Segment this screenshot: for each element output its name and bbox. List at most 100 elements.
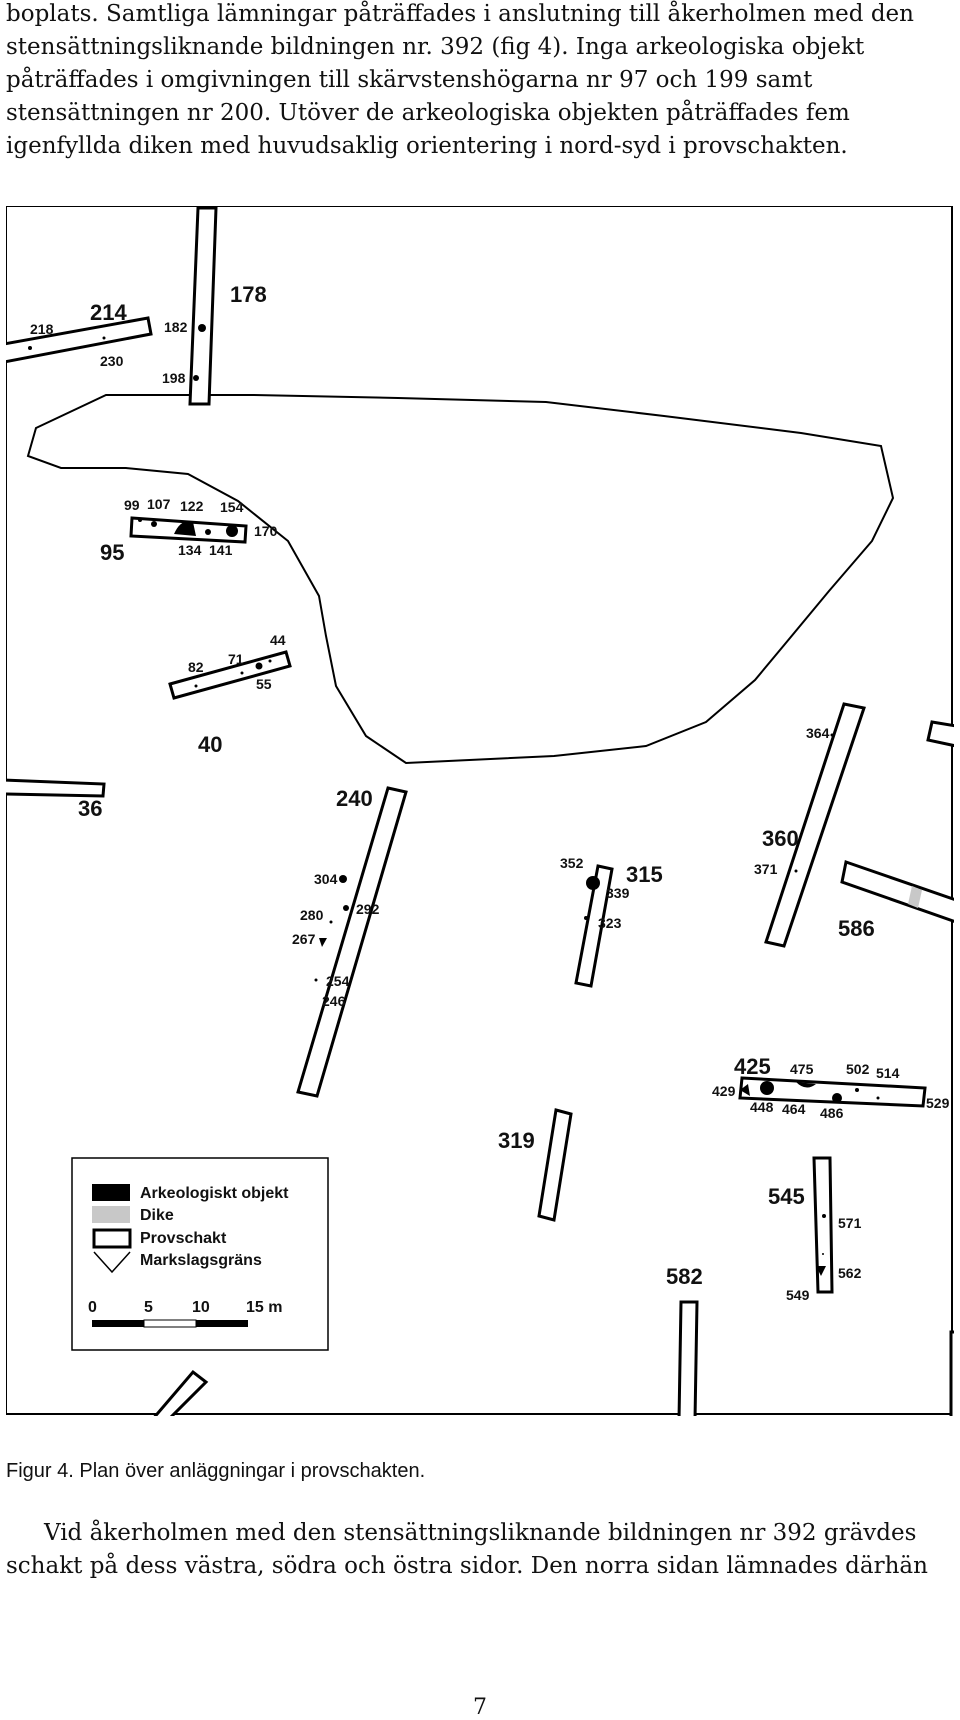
label-feature-99: 99	[124, 497, 140, 513]
label-trench-586: 586	[838, 916, 875, 941]
object-280	[329, 920, 333, 924]
object-486	[832, 1093, 842, 1103]
label-feature-486: 486	[820, 1105, 844, 1121]
label-feature-352: 352	[560, 855, 584, 871]
object-364	[830, 733, 834, 737]
legend-swatch-object	[92, 1184, 130, 1201]
object-218	[28, 346, 32, 350]
object-448	[760, 1081, 774, 1095]
intro-line-4: stensättningen nr 200. Utöver de arkeolo…	[6, 100, 850, 126]
label-trench-36: 36	[78, 796, 102, 821]
trench-364-right	[926, 720, 954, 748]
label-feature-529: 529	[926, 1095, 950, 1111]
label-trench-214: 214	[90, 300, 127, 325]
label-feature-44: 44	[270, 632, 286, 648]
label-feature-280: 280	[300, 907, 324, 923]
object-55	[255, 662, 263, 670]
legend-label-object: Arkeologiskt objekt	[140, 1185, 289, 1202]
label-feature-464: 464	[782, 1101, 806, 1117]
map-legend: Arkeologiskt objekt Dike Provschakt Mark…	[71, 1157, 329, 1351]
label-feature-475: 475	[790, 1061, 814, 1077]
figure-caption: Figur 4. Plan över anläggningar i provsc…	[6, 1460, 426, 1482]
object-304	[339, 875, 347, 883]
label-trench-360: 360	[762, 826, 799, 851]
object-254	[314, 978, 318, 982]
legend-swatch-boundary	[93, 1251, 131, 1274]
object-198	[193, 375, 199, 381]
object-230	[102, 336, 106, 340]
object-292	[343, 905, 349, 911]
object-571	[822, 1214, 826, 1218]
label-feature-448: 448	[750, 1099, 774, 1115]
object-267	[319, 938, 327, 947]
label-feature-323: 323	[598, 915, 622, 931]
page-number: 7	[473, 1695, 487, 1720]
scale-label-0: 0	[88, 1299, 97, 1316]
intro-line-3: påträffades i omgivningen till skärvsten…	[6, 67, 813, 93]
label-feature-218: 218	[30, 321, 54, 337]
scale-label-10: 10	[192, 1299, 210, 1316]
label-feature-182: 182	[164, 319, 188, 335]
trench-582	[677, 1300, 699, 1416]
excavation-plan-figure: 178 214 95 40 36 240 315 360 586 425 319…	[6, 206, 954, 1416]
trench-315	[574, 864, 614, 988]
label-feature-82: 82	[188, 659, 204, 675]
object-134	[205, 529, 211, 535]
object-502	[855, 1088, 859, 1092]
body-line-1: Vid åkerholmen med den stensättningslikn…	[44, 1520, 917, 1546]
trench-240	[296, 786, 408, 1098]
label-feature-549: 549	[786, 1287, 810, 1303]
label-feature-198: 198	[162, 370, 186, 386]
label-feature-246: 246	[322, 993, 346, 1009]
legend-swatch-ditch	[92, 1206, 130, 1223]
trench-214	[6, 316, 153, 364]
legend-label-trench: Provschakt	[140, 1230, 227, 1247]
trench-bottom-right	[949, 1330, 954, 1416]
trench-319	[537, 1108, 573, 1222]
field-boundary	[26, 394, 895, 765]
label-feature-170: 170	[254, 523, 278, 539]
object-71	[240, 671, 244, 675]
trench-178	[188, 206, 218, 406]
object-352	[586, 876, 600, 890]
label-feature-71: 71	[228, 651, 244, 667]
ditch-586	[908, 886, 922, 908]
scale-label-15m: 15 m	[246, 1299, 282, 1316]
object-99	[138, 518, 142, 522]
intro-line-2: stensättningsliknande bildningen nr. 392…	[6, 34, 865, 60]
label-feature-514: 514	[876, 1065, 900, 1081]
trench-36	[6, 778, 106, 798]
label-trench-40: 40	[198, 732, 222, 757]
trench-586	[840, 860, 954, 923]
legend-label-boundary: Markslagsgräns	[140, 1252, 262, 1269]
trench-bottom-left	[153, 1369, 209, 1416]
label-feature-154: 154	[220, 499, 244, 515]
label-trench-178: 178	[230, 282, 267, 307]
object-371	[794, 869, 798, 873]
label-trench-319: 319	[498, 1128, 535, 1153]
label-feature-254: 254	[326, 973, 350, 989]
intro-paragraph: boplats. Samtliga lämningar påträffades …	[6, 0, 958, 163]
label-feature-55: 55	[256, 676, 272, 692]
label-feature-429: 429	[712, 1083, 736, 1099]
object-549	[816, 1266, 826, 1276]
object-514	[876, 1096, 880, 1100]
object-82	[194, 684, 198, 688]
object-44	[268, 659, 272, 663]
label-trench-240: 240	[336, 786, 373, 811]
trench-360	[764, 702, 866, 948]
label-feature-107: 107	[147, 496, 171, 512]
object-122	[174, 521, 196, 536]
object-182	[198, 324, 206, 332]
label-feature-267: 267	[292, 931, 316, 947]
label-trench-95: 95	[100, 540, 124, 565]
body-line-2: schakt på dess västra, södra och östra s…	[6, 1553, 928, 1579]
intro-line-1: boplats. Samtliga lämningar påträffades …	[6, 1, 914, 27]
object-562	[822, 1253, 824, 1255]
label-trench-425: 425	[734, 1054, 771, 1079]
object-107	[151, 521, 157, 527]
object-154	[226, 525, 238, 537]
legend-label-ditch: Dike	[140, 1207, 174, 1224]
legend-swatch-trench	[92, 1228, 132, 1249]
body-paragraph: Vid åkerholmen med den stensättningslikn…	[6, 1517, 958, 1583]
